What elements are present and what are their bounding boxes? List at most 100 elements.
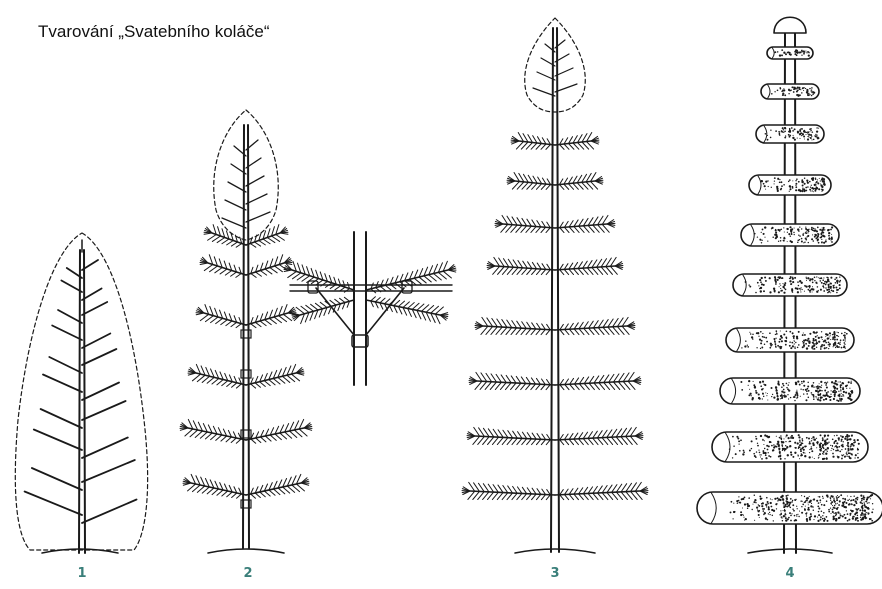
branch (82, 383, 119, 401)
stipple-dot (872, 503, 873, 504)
needle (517, 487, 521, 494)
stipple-dot (842, 436, 844, 438)
stipple-dot (821, 504, 822, 505)
needle (592, 268, 598, 275)
stipple-dot (809, 496, 810, 497)
stipple-dot (822, 515, 823, 516)
stipple-dot (768, 513, 769, 514)
stipple-dot (808, 93, 809, 94)
crown-outline (525, 18, 586, 112)
stipple-dot (776, 508, 777, 509)
stipple-dot (822, 497, 823, 498)
stipple-dot (783, 129, 784, 130)
needle (216, 435, 222, 440)
stipple-dot (805, 506, 806, 507)
needle (617, 318, 623, 327)
stipple-dot (826, 442, 828, 444)
needle (195, 431, 202, 437)
stipple-dot (758, 336, 759, 337)
stipple-dot (834, 507, 836, 509)
needle (483, 484, 489, 492)
stipple-dot (841, 347, 843, 349)
stipple-dot (777, 89, 779, 91)
stipple-dot (805, 226, 806, 227)
stipple-dot (798, 434, 800, 436)
stipple-dot (801, 92, 803, 94)
stipple-dot (820, 180, 821, 181)
stipple-dot (812, 385, 813, 386)
stipple-dot (803, 233, 804, 234)
stipple-dot (817, 179, 818, 180)
stipple-dot (785, 336, 787, 338)
needle (560, 145, 565, 150)
needle (531, 384, 536, 390)
stipple-dot (744, 503, 746, 505)
stipple-dot (779, 452, 781, 454)
stipple-dot (751, 448, 752, 449)
stipple-dot (770, 502, 772, 504)
stipple-dot (806, 391, 808, 393)
trunk (79, 250, 80, 553)
stipple-dot (839, 513, 840, 514)
stipple-dot (798, 230, 799, 231)
stipple-dot (823, 242, 825, 244)
needle (575, 384, 580, 390)
stipple-dot (812, 457, 813, 458)
stipple-dot (780, 181, 782, 183)
stipple-dot (767, 503, 769, 505)
stipple-dot (811, 239, 812, 240)
needle (279, 316, 287, 322)
stipple-dot (801, 238, 803, 240)
needle (613, 318, 619, 326)
branch (25, 492, 82, 516)
stipple-dot (809, 290, 811, 292)
stipple-dot (832, 496, 834, 498)
stipple-dot (800, 389, 801, 390)
stipple-dot (846, 388, 847, 389)
stipple-dot (806, 52, 807, 53)
needle (598, 493, 603, 500)
needle (593, 431, 598, 438)
stipple-dot (813, 92, 814, 93)
stipple-dot (792, 186, 794, 188)
needle (227, 241, 234, 245)
stipple-dot (791, 435, 793, 437)
stipple-dot (827, 447, 829, 449)
stipple-dot (782, 450, 784, 452)
stipple-dot (733, 511, 735, 513)
stipple-dot (811, 87, 813, 89)
stipple-dot (820, 519, 822, 521)
stipple-dot (840, 342, 841, 343)
stipple-dot (841, 440, 842, 441)
stipple-dot (788, 51, 790, 53)
stipple-dot (831, 381, 833, 383)
stipple-dot (867, 502, 868, 503)
stipple-dot (755, 292, 757, 294)
stipple-dot (813, 439, 814, 440)
stipple-dot (790, 507, 792, 509)
stipple-dot (845, 456, 846, 457)
needle (222, 381, 228, 386)
needle (569, 269, 574, 274)
stipple-dot (839, 399, 840, 400)
needle (512, 268, 518, 275)
stipple-dot (813, 382, 815, 384)
stipple-dot (781, 395, 782, 396)
stipple-dot (834, 387, 836, 389)
stipple-dot (823, 399, 825, 401)
stipple-dot (813, 191, 814, 192)
needle (512, 493, 517, 499)
needle (588, 218, 593, 226)
stipple-dot (804, 508, 806, 510)
stipple-dot (807, 338, 809, 340)
needle (236, 384, 241, 388)
stipple-dot (866, 498, 868, 500)
needle (231, 438, 236, 443)
stipple-dot (794, 515, 796, 517)
stipple-dot (848, 456, 850, 458)
needle (522, 494, 527, 500)
stipple-dot (835, 503, 837, 505)
needle (231, 272, 237, 276)
ground-line (748, 549, 832, 553)
stipple-dot (791, 241, 793, 243)
